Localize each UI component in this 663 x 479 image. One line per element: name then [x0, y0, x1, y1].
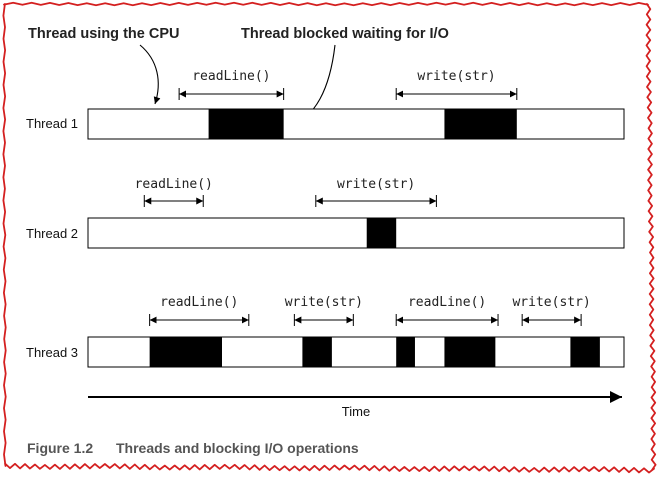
thread-2-blocked-segment: [366, 218, 397, 248]
callout-blocked: Thread blocked waiting for I/O: [241, 26, 449, 42]
figure-title: Threads and blocking I/O operations: [116, 440, 359, 456]
thread-3-blocked-segment: [302, 337, 332, 367]
thread-3-blocked-segment: [149, 337, 222, 367]
thread-3-op-label: readLine(): [408, 295, 486, 310]
callout-cpu: Thread using the CPU: [28, 26, 179, 42]
thread-2-label: Thread 2: [26, 226, 78, 241]
thread-3-op-label: write(str): [285, 295, 363, 310]
figure-border: [2, 1, 657, 474]
time-axis-label: Time: [342, 404, 370, 419]
thread-1-op-label: readLine(): [192, 69, 270, 84]
thread-2-op-label: readLine(): [135, 177, 213, 192]
thread-1-label: Thread 1: [26, 116, 78, 131]
callout-cpu-arrow: [139, 44, 161, 105]
thread-3-blocked-segment: [570, 337, 600, 367]
figure-number: Figure 1.2: [27, 440, 93, 456]
thread-1-timeline-bar: [87, 108, 625, 140]
thread-3-op-label: readLine(): [160, 295, 238, 310]
thread-2-timeline-bar: [87, 217, 625, 249]
thread-3-blocked-segment: [396, 337, 415, 367]
thread-3-op-label: write(str): [512, 295, 590, 310]
thread-3-blocked-segment: [444, 337, 496, 367]
thread-2-op-label: write(str): [337, 177, 415, 192]
thread-1-op-label: write(str): [417, 69, 495, 84]
thread-3-label: Thread 3: [26, 345, 78, 360]
thread-1-blocked-segment: [208, 109, 284, 139]
thread-1-blocked-segment: [444, 109, 517, 139]
